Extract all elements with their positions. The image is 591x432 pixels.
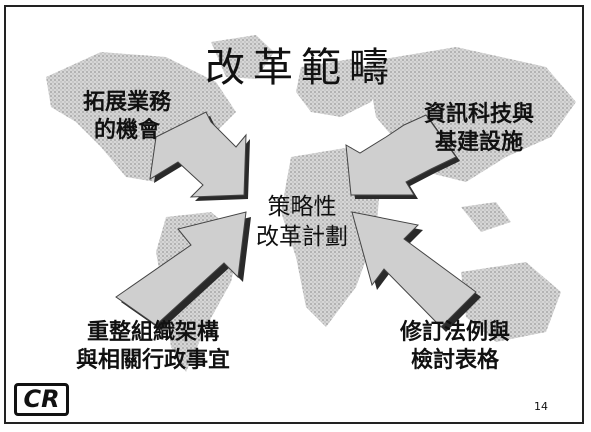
center-line-1: 策略性 <box>267 194 337 220</box>
slide: 改革範疇 策略性 改革計劃 拓展業務 的機會 資訊科技與 基建設施 重整組織架構… <box>4 5 584 424</box>
map-australia <box>461 262 561 342</box>
label-business-opportunities: 拓展業務 的機會 <box>72 89 182 144</box>
center-box: 策略性 改革計劃 <box>242 193 362 253</box>
label-organization-restructure: 重整組織架構 與相關行政事宜 <box>68 319 238 374</box>
label-line: 拓展業務 <box>82 90 171 115</box>
label-line: 重整組織架構 <box>86 320 219 345</box>
slide-title: 改革範疇 <box>205 45 397 91</box>
label-line: 修訂法例與 <box>399 320 510 345</box>
label-it-infrastructure: 資訊科技與 基建設施 <box>414 101 544 156</box>
arrow-bottom-right <box>351 211 481 332</box>
map-europe <box>296 59 386 117</box>
arrows-layer <box>115 111 481 332</box>
arrow-bottom-left <box>115 211 251 330</box>
label-line: 檢討表格 <box>410 347 499 373</box>
arrow-top-left <box>149 111 250 201</box>
label-line: 的機會 <box>93 117 160 143</box>
label-line: 與相關行政事宜 <box>75 347 230 373</box>
map-se-asia <box>461 202 511 232</box>
cr-logo: CR <box>14 383 69 416</box>
label-legislation-forms: 修訂法例與 檢討表格 <box>390 319 520 374</box>
label-line: 基建設施 <box>434 129 523 155</box>
arrow-top-right <box>345 114 460 199</box>
map-greenland <box>211 35 274 79</box>
label-line: 資訊科技與 <box>423 102 534 127</box>
center-line-2: 改革計劃 <box>256 223 348 250</box>
page-number: 14 <box>534 400 548 413</box>
